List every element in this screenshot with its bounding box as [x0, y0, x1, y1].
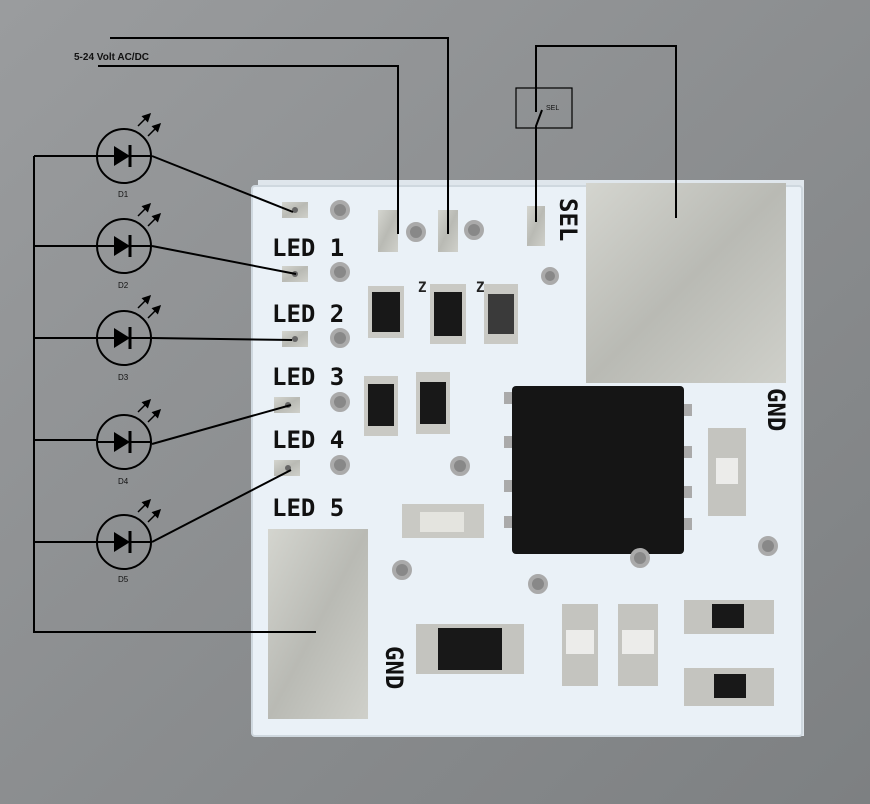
led-ref-d3: D3 [118, 373, 129, 382]
gnd-pad-top [586, 183, 786, 383]
input-mark-2: Z [476, 280, 484, 296]
led-symbol-d2 [96, 202, 162, 274]
led-ref-d1: D1 [118, 190, 129, 199]
led-ref-d4: D4 [118, 477, 129, 486]
supply-wire-1 [110, 37, 449, 234]
wiring [33, 37, 677, 633]
wire-d1 [151, 155, 294, 213]
wire-d3 [151, 337, 293, 341]
silk-led-5: LED 5 [272, 494, 344, 522]
silk-led-4: LED 4 [272, 426, 344, 454]
sel-switch-label: SEL [546, 105, 559, 112]
wire-d2 [151, 245, 297, 275]
led-symbols [96, 112, 162, 570]
silk-sel: SEL [554, 198, 582, 241]
input-mark-1: Z [418, 280, 426, 296]
led-symbol-d1 [96, 112, 162, 184]
supply-wire-2 [98, 65, 399, 234]
led-symbol-d4 [96, 398, 162, 470]
main-ic [504, 386, 692, 554]
smd-diodes [364, 284, 518, 436]
silk-gnd-right: GND [762, 388, 790, 431]
passive-components [402, 428, 774, 706]
led-ref-d5: D5 [118, 575, 129, 584]
sel-switch: SEL [515, 87, 573, 129]
led-ref-d2: D2 [118, 281, 129, 290]
switch-wire-low [535, 109, 543, 222]
vias [392, 456, 778, 594]
silk-led-1: LED 1 [272, 234, 344, 262]
switch-wire-high [535, 45, 677, 218]
led-pads [274, 200, 350, 476]
pcb-board: LED 1 LED 2 LED 3 LED 4 LED 5 Z Z SEL GN… [251, 180, 804, 737]
silk-led-2: LED 2 [272, 300, 344, 328]
wire-d5 [151, 469, 292, 543]
led-symbol-d5 [96, 498, 162, 570]
wire-d4 [151, 404, 292, 445]
silk-gnd-bottom: GND [380, 646, 408, 689]
silk-led-3: LED 3 [272, 363, 344, 391]
gnd-pad-bottom [268, 529, 368, 719]
led-symbol-d3 [96, 294, 162, 366]
supply-label: 5-24 Volt AC/DC [74, 52, 149, 63]
common-bus [33, 156, 316, 633]
